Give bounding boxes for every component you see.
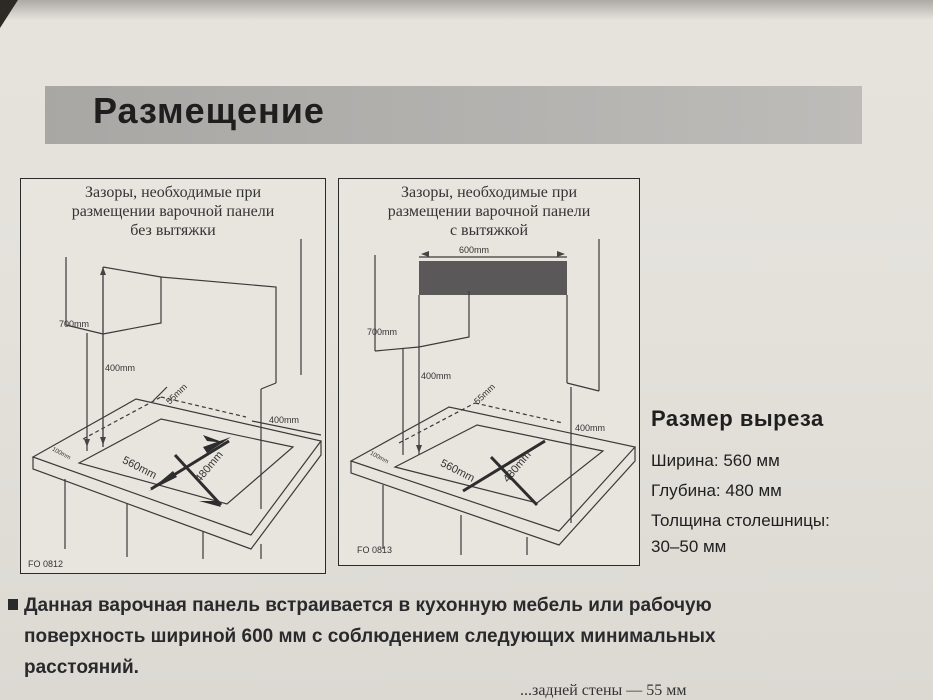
countertop-thickness-value: 30–50 мм bbox=[651, 537, 727, 556]
label-700: 700mm bbox=[367, 327, 398, 337]
label-side-400: 400mm bbox=[575, 423, 606, 433]
label-400: 400mm bbox=[421, 371, 452, 381]
hood-block bbox=[419, 261, 567, 295]
figure-caption: Зазоры, необходимые при размещении вароч… bbox=[339, 183, 639, 240]
clearance-diagram bbox=[349, 239, 637, 555]
caption-line: Зазоры, необходимые при bbox=[400, 184, 578, 201]
label-700: 700mm bbox=[59, 319, 90, 329]
bullet-icon bbox=[8, 599, 18, 610]
figure-code: FO 0813 bbox=[357, 545, 393, 555]
label-side-400: 400mm bbox=[269, 415, 300, 425]
cutout-width: Ширина: 560 мм bbox=[651, 451, 780, 470]
clearance-diagram bbox=[31, 239, 323, 559]
paragraph-line: расстояний. bbox=[24, 657, 139, 678]
label-400: 400mm bbox=[105, 363, 136, 373]
title-band bbox=[45, 86, 862, 144]
caption-line: Зазоры, необходимые при bbox=[84, 184, 262, 201]
paragraph-line: поверхность шириной 600 мм с соблюдением… bbox=[24, 626, 716, 647]
cutout-depth: Глубина: 480 мм bbox=[651, 481, 782, 500]
figure-without-hood: Зазоры, необходимые при размещении вароч… bbox=[20, 178, 326, 574]
figure-with-hood: Зазоры, необходимые при размещении вароч… bbox=[338, 178, 640, 566]
caption-line: размещении варочной панели bbox=[71, 203, 275, 220]
countertop-thickness-label: Толщина столешницы: bbox=[651, 511, 830, 530]
page-title: Размещение bbox=[93, 90, 325, 131]
caption-line: размещении варочной панели bbox=[387, 203, 591, 220]
page-shadow bbox=[0, 0, 933, 20]
cutout-size-block: Размер выреза Ширина: 560 мм Глубина: 48… bbox=[651, 406, 921, 560]
install-paragraph: Данная варочная панель встраивается в ку… bbox=[8, 590, 908, 683]
caption-line: без вытяжки bbox=[130, 222, 216, 239]
label-hood-600: 600mm bbox=[459, 245, 490, 255]
figure-caption: Зазоры, необходимые при размещении вароч… bbox=[21, 183, 325, 240]
figure-code: FO 0812 bbox=[28, 559, 64, 569]
paragraph-line: Данная варочная панель встраивается в ку… bbox=[24, 595, 712, 616]
partial-line: ...задней стены — 55 мм bbox=[520, 682, 687, 699]
caption-line: с вытяжкой bbox=[449, 222, 529, 239]
cutout-title: Размер выреза bbox=[651, 406, 824, 431]
